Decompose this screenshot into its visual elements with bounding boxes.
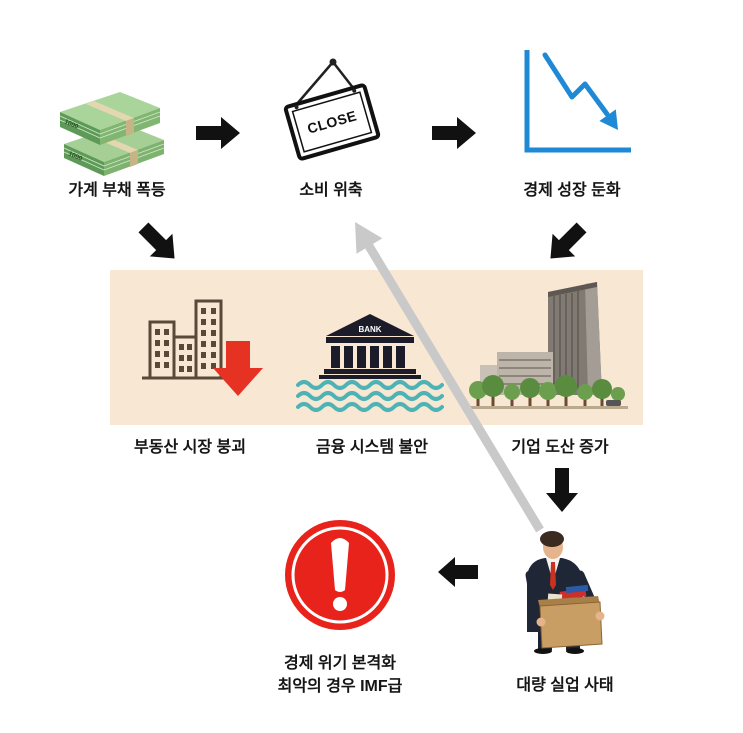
money-stack-icon: 1000 1000 xyxy=(59,92,165,176)
arrow-down-icon xyxy=(546,468,578,512)
node-label-household-debt: 가계 부채 폭등 xyxy=(68,182,166,199)
node-label-mass-unemployment: 대량 실업 사태 xyxy=(516,677,614,694)
laid-off-worker-icon xyxy=(525,531,605,654)
red-down-arrow-icon xyxy=(213,341,263,396)
falling-buildings-icon xyxy=(142,299,228,380)
feedback-arrow-icon xyxy=(355,222,544,533)
arrow-right-icon xyxy=(196,117,240,149)
arrow-down-left-icon xyxy=(550,222,587,259)
bank-sign-text: BANK xyxy=(358,325,381,334)
node-label-consumption: 소비 위축 xyxy=(299,182,363,199)
bank-waves-icon: BANK xyxy=(296,314,444,412)
node-label-growth-slowdown: 경제 성장 둔화 xyxy=(523,182,621,199)
city-buildings-icon xyxy=(466,282,628,409)
arrow-left-icon xyxy=(438,557,478,587)
node-label-crisis-line-1: 경제 위기 본격화 xyxy=(284,655,396,672)
declining-chart-icon xyxy=(524,50,631,153)
node-label-crisis-line-2: 최악의 경우 IMF급 xyxy=(277,678,403,695)
node-label-bankruptcies: 기업 도산 증가 xyxy=(511,439,609,456)
warning-exclamation-icon xyxy=(285,520,395,630)
node-label-real-estate-collapse: 부동산 시장 붕괴 xyxy=(134,439,246,456)
arrow-down-right-icon xyxy=(138,222,175,259)
close-sign-icon: CLOSE xyxy=(283,58,381,161)
node-label-financial-instability: 금융 시스템 불안 xyxy=(316,439,428,456)
arrow-right-icon xyxy=(432,117,476,149)
